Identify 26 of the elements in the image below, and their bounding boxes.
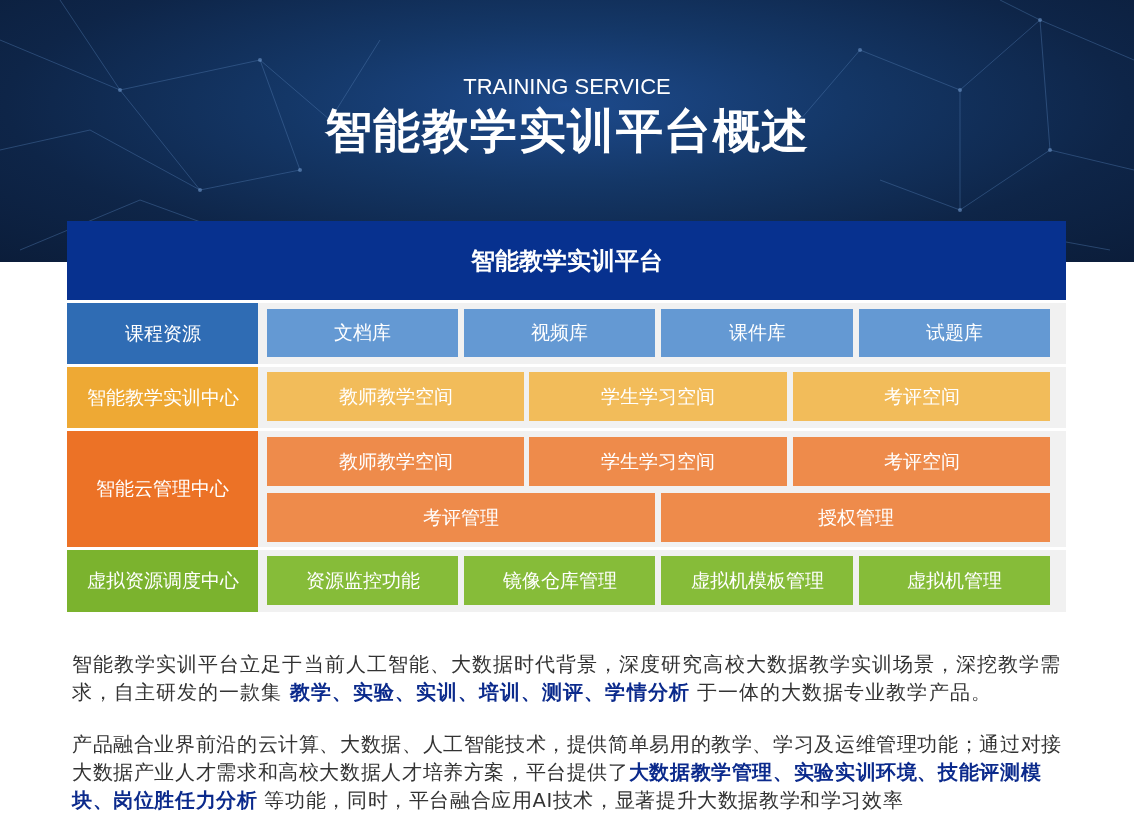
- module-tile: 视频库: [464, 309, 655, 357]
- module-tile: 课件库: [661, 309, 853, 357]
- platform-title-band: 智能教学实训平台: [67, 221, 1066, 300]
- category-header: 智能教学实训中心: [67, 367, 258, 428]
- module-tile: 虚拟机管理: [859, 556, 1050, 605]
- module-tile: 教师教学空间: [267, 372, 524, 421]
- description-paragraph: 产品融合业界前沿的云计算、大数据、人工智能技术，提供简单易用的教学、学习及运维管理功能；通过对接大数据产业人才需求和高校大数据人才培养方案，平台提供了大数据教学管理、实验实训环境、技能评测模块、岗位胜任力分析 等功能，同时，平台融合应用AI技术，显著提升大数据教学和学习效率: [72, 732, 1063, 814]
- module-tile: 学生学习空间: [529, 437, 787, 486]
- module-tile: 学生学习空间: [529, 372, 787, 421]
- platform-panel: [67, 221, 1066, 612]
- category-header: 课程资源: [67, 303, 258, 364]
- category-header: 虚拟资源调度中心: [67, 550, 258, 612]
- description-paragraph: 智能教学实训平台立足于当前人工智能、大数据时代背景，深度研究高校大数据教学实训场景，深挖教学需求，自主研发的一款集 教学、实验、实训、培训、测评、学情分析 于一体的大数据专业教学产品。: [72, 652, 1063, 706]
- module-tile: 虚拟机模板管理: [661, 556, 853, 605]
- module-tile: 试题库: [859, 309, 1050, 357]
- category-header: 智能云管理中心: [67, 431, 258, 547]
- module-tile: 考评空间: [793, 437, 1050, 486]
- page-title: 智能教学实训平台概述: [324, 103, 810, 158]
- module-tile: 教师教学空间: [267, 437, 524, 486]
- module-tile: 文档库: [267, 309, 458, 357]
- module-tile: 考评空间: [793, 372, 1050, 421]
- module-tile: 资源监控功能: [267, 556, 458, 605]
- subtitle-text: TRAINING SERVICE: [463, 74, 671, 99]
- module-tile: 授权管理: [661, 493, 1050, 542]
- module-tile: 镜像仓库管理: [464, 556, 655, 605]
- module-tile: 考评管理: [267, 493, 655, 542]
